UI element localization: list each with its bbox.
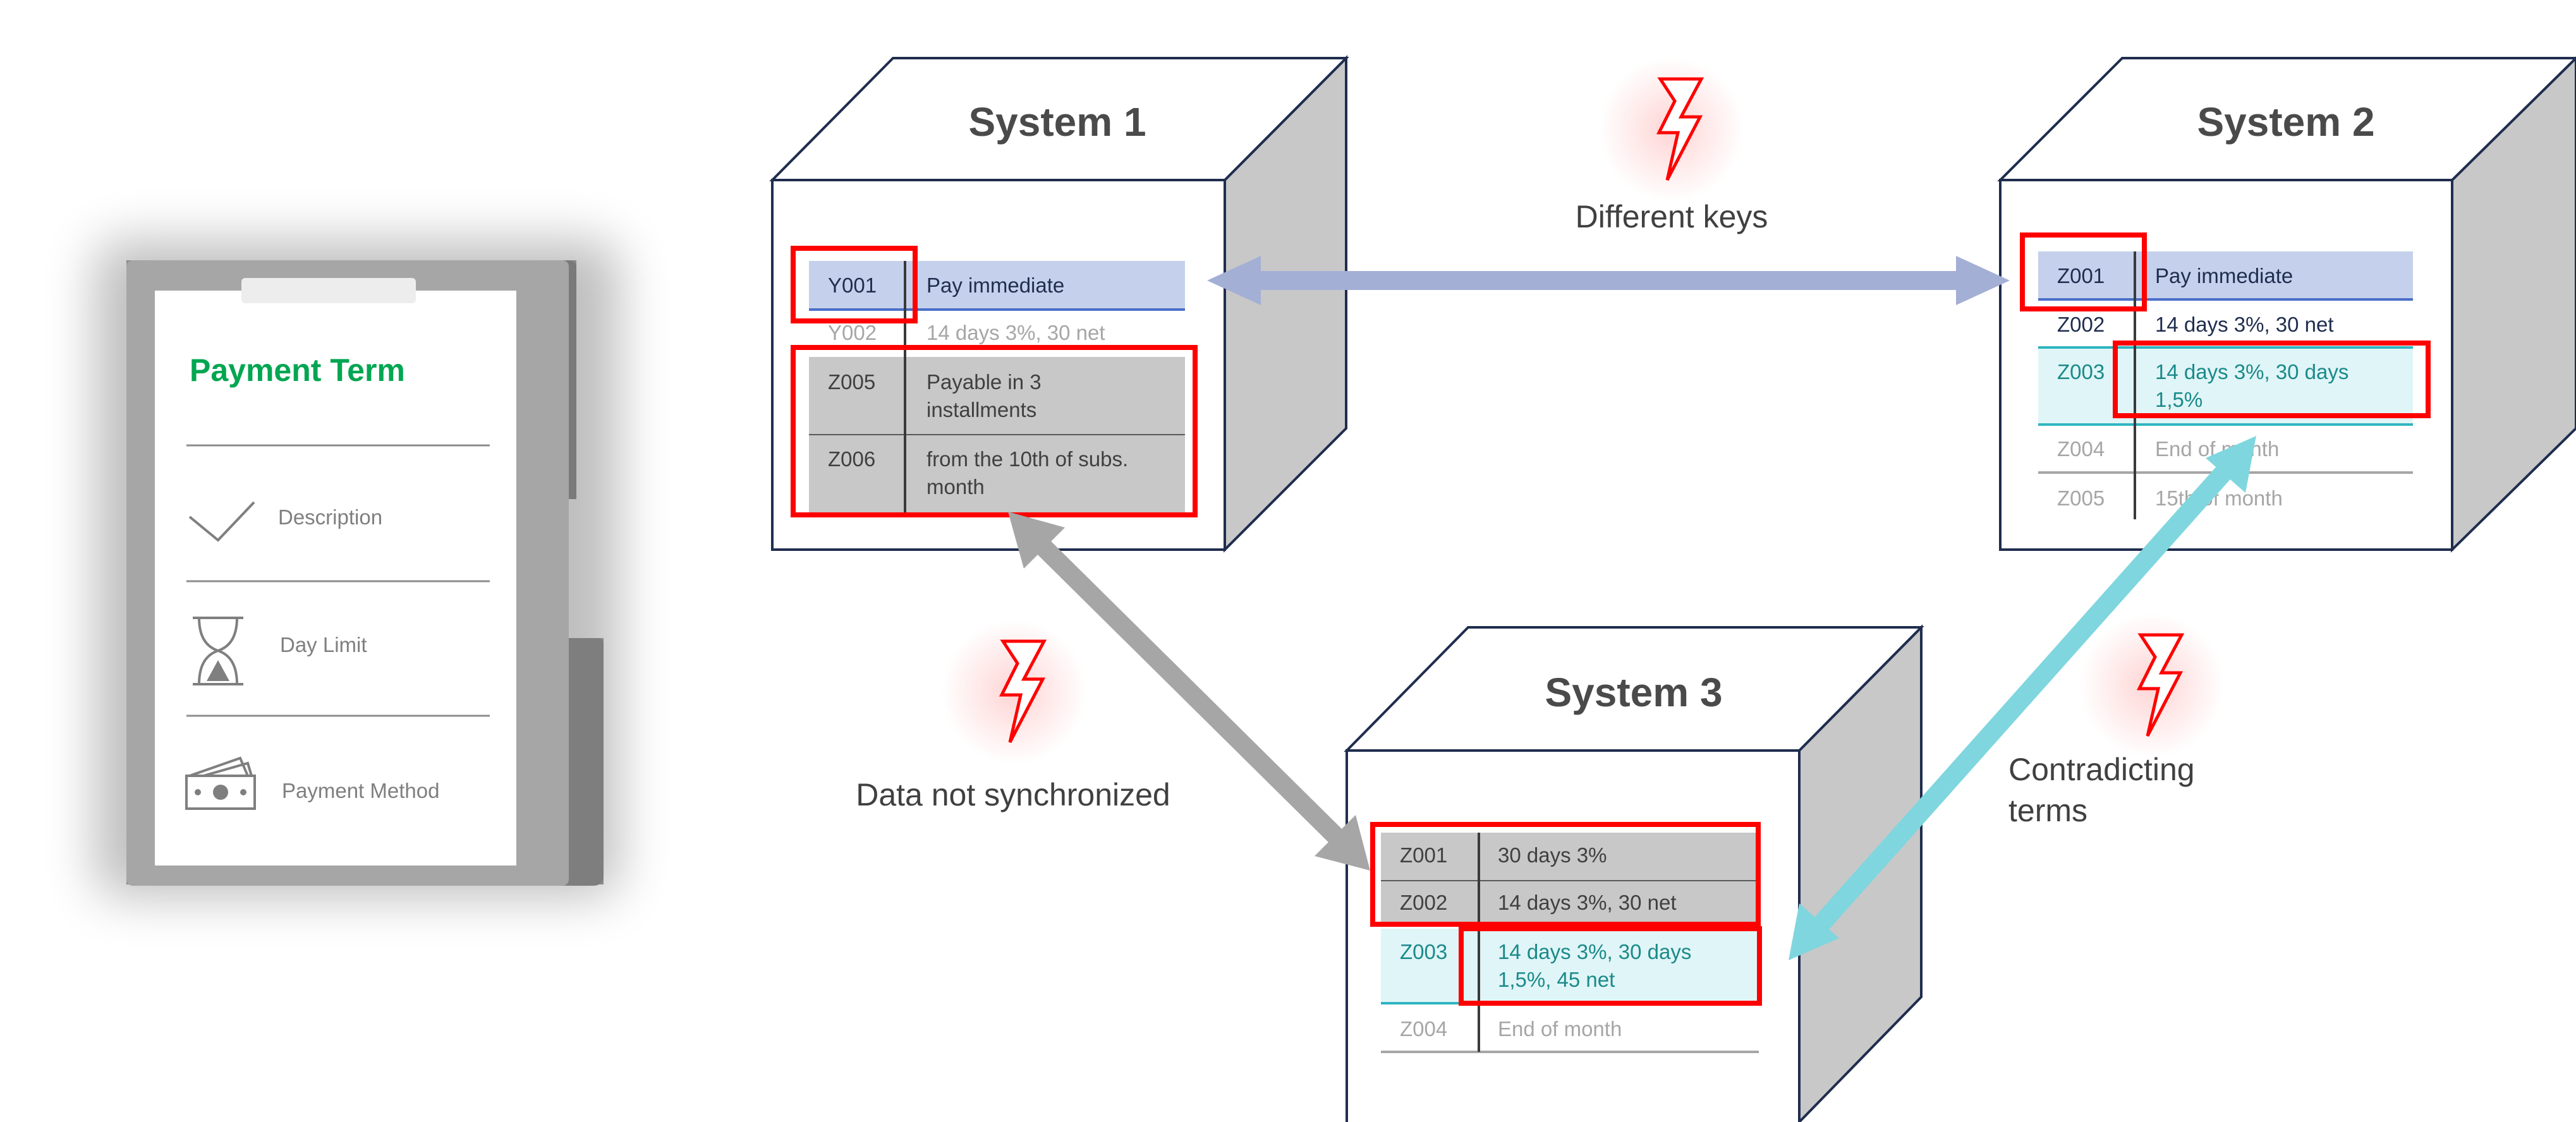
- table-row-value: Pay immediate: [927, 274, 1064, 297]
- table-row-value: 1,5%: [2155, 388, 2202, 411]
- table-row-key: Z006: [828, 447, 875, 471]
- highlight-box: [791, 345, 1198, 517]
- lightning-icon: [2136, 633, 2185, 737]
- table-row-key: Z005: [828, 370, 875, 394]
- table-row-value: 14 days 3%, 30 net: [2155, 313, 2334, 336]
- table-row-value: Pay immediate: [2155, 264, 2293, 287]
- table-row-value: Payable in 3: [927, 370, 1042, 394]
- system-1-table: Y001 Pay immediate Y002 14 days 3%, 30 n…: [791, 246, 1198, 517]
- highlight-box: [1370, 822, 1761, 927]
- table-row-key: Z003: [1400, 940, 1447, 963]
- table-row-value: installments: [927, 398, 1036, 421]
- table-row-value: End of month: [1498, 1017, 1622, 1041]
- table-row-value: 14 days 3%, 30 days: [2155, 360, 2348, 383]
- table-row-value: 14 days 3%, 30 net: [1498, 891, 1677, 914]
- table-row-key: Z003: [2057, 360, 2105, 383]
- different-keys-arrow: [1207, 256, 2010, 305]
- table-row-key: Z004: [1400, 1017, 1447, 1041]
- not-synchronized-arrow: [1008, 512, 1370, 871]
- table-row-key: Z001: [1400, 843, 1447, 867]
- hourglass-icon: [193, 617, 243, 685]
- table-row-key: Z002: [2057, 313, 2105, 336]
- table-row-value: 30 days 3%: [1498, 843, 1607, 867]
- field-payment-method-label: Payment Method: [282, 779, 439, 802]
- table-row-key: Z001: [2057, 264, 2105, 287]
- highlight-box: [791, 246, 918, 323]
- system-3-table: Z001 30 days 3% Z002 14 days 3%, 30 net …: [1370, 822, 1762, 1053]
- contradicting-terms-arrow: [1789, 436, 2256, 960]
- table-row-key: Z005: [2057, 486, 2105, 510]
- money-icon: [185, 756, 256, 810]
- payment-term-clipboard: Payment Term Description Day Limit Payme…: [95, 240, 619, 897]
- issue-label: Different keys: [1576, 199, 1768, 234]
- issue-contradicting-terms: Contradicting terms: [2008, 613, 2225, 828]
- table-row-key: Y001: [828, 274, 877, 297]
- system-1-title: System 1: [968, 99, 1146, 145]
- system-2-table: Z001 Pay immediate Z002 14 days 3%, 30 n…: [2020, 232, 2431, 519]
- table-row-value: 1,5%, 45 net: [1498, 968, 1615, 991]
- highlight-box: [2020, 232, 2147, 311]
- highlight-box: [2113, 341, 2431, 418]
- system-3-title: System 3: [1545, 670, 1722, 715]
- table-row-key: Y002: [828, 321, 877, 344]
- clipboard-title: Payment Term: [190, 353, 405, 388]
- table-row-key: Z004: [2057, 437, 2105, 461]
- table-row-value: 14 days 3%, 30 net: [927, 321, 1105, 344]
- field-day-limit-label: Day Limit: [280, 633, 367, 656]
- table-row-value: 14 days 3%, 30 days: [1498, 940, 1691, 963]
- lightning-icon: [1656, 77, 1704, 181]
- highlight-box: [1459, 926, 1762, 1006]
- issue-label: Data not synchronized: [856, 777, 1170, 812]
- issue-label: terms: [2008, 793, 2087, 828]
- issue-different-keys: Different keys: [1576, 57, 1768, 234]
- field-description-label: Description: [278, 505, 382, 529]
- table-row-value: month: [927, 475, 985, 498]
- table-row-key: Z002: [1400, 891, 1447, 914]
- issue-not-synchronized: Data not synchronized: [856, 619, 1170, 812]
- system-2-cube: System 2: [1997, 56, 2576, 553]
- system-2-title: System 2: [2197, 99, 2374, 145]
- lightning-icon: [999, 639, 1047, 744]
- checkmark-icon: [188, 501, 255, 542]
- issue-label: Contradicting: [2008, 752, 2195, 787]
- table-row-value: from the 10th of subs.: [927, 447, 1128, 471]
